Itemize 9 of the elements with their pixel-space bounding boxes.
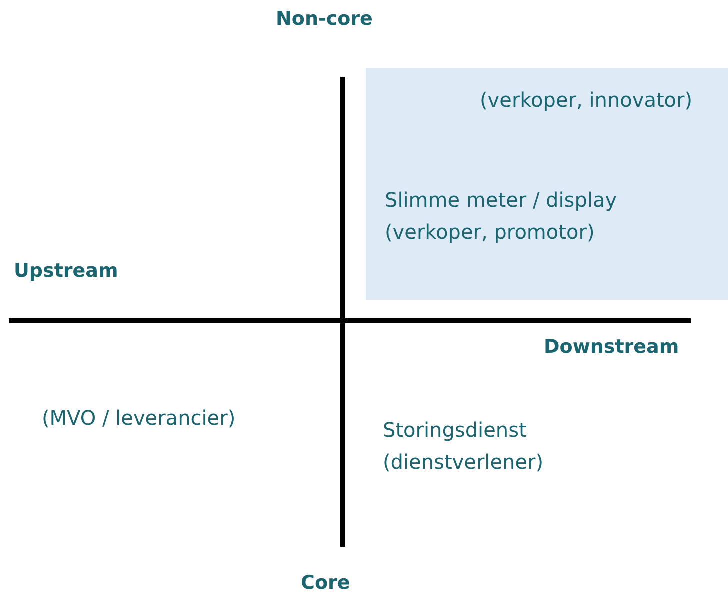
quadrant-text: (verkoper, innovator)	[480, 87, 694, 114]
quadrant-text: Storingsdienst (dienstverlener)	[383, 417, 545, 476]
axis-label: Core	[301, 572, 352, 593]
quadrant-text: Slimme meter / display (verkoper, promotor)	[385, 187, 618, 246]
axis-label: Downstream	[544, 336, 680, 358]
quadrant-text: (MVO / leverancier)	[42, 405, 237, 432]
highlight-panel	[366, 68, 728, 300]
axis-label: Non-core	[276, 8, 374, 30]
axis-label: Upstream	[14, 260, 120, 282]
